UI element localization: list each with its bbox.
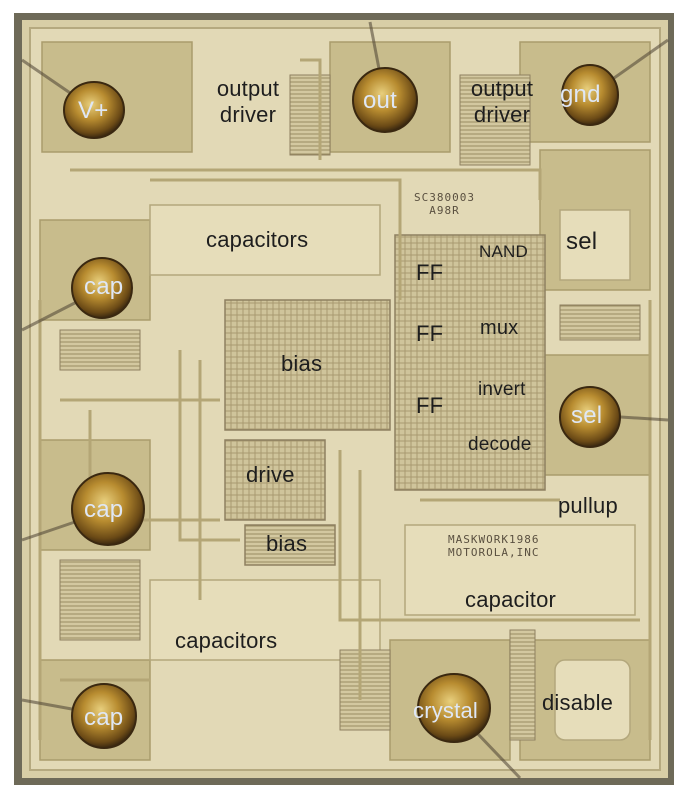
label-decode: decode [468,434,532,455]
label-output-driver-right: output driver [457,76,547,129]
label-capacitors-bottom: capacitors [175,628,278,653]
label-drive: drive [246,462,295,487]
label-nand: NAND [479,242,528,261]
label-pullup: pullup [558,493,618,518]
label-invert: invert [478,379,526,400]
label-sel-bottom: sel [571,402,603,429]
label-output-driver-right-text: output driver [470,76,534,128]
label-sel-top: sel [566,228,598,255]
label-output-driver-left: output driver [203,76,293,129]
label-bias-bottom: bias [266,531,308,556]
label-capacitor: capacitor [465,587,557,612]
label-ff-2: FF [416,321,444,346]
maskwork-marking: MASKWORK1986 MOTOROLA,INC [448,533,540,559]
label-mux: mux [480,317,519,339]
part-line-2: A98R [429,203,460,217]
label-vplus: V+ [78,97,109,124]
mask-line-1: MASKWORK1986 [448,533,540,546]
label-ff-3: FF [416,393,444,418]
label-out: out [363,87,397,114]
part-number-marking: SC380003 A98R [414,191,475,217]
label-output-driver-left-text: output driver [216,76,280,128]
label-gnd: gnd [560,81,601,108]
label-cap-1: cap [84,273,124,300]
label-ff-1: FF [416,260,444,285]
label-crystal: crystal [413,698,478,723]
label-cap-3: cap [84,704,124,731]
mask-line-2: MOTOROLA,INC [448,545,540,559]
label-cap-2: cap [84,496,124,523]
label-bias-top: bias [281,351,323,376]
part-line-1: SC380003 [414,191,475,204]
label-capacitors-top: capacitors [206,227,309,252]
label-disable: disable [542,690,614,715]
